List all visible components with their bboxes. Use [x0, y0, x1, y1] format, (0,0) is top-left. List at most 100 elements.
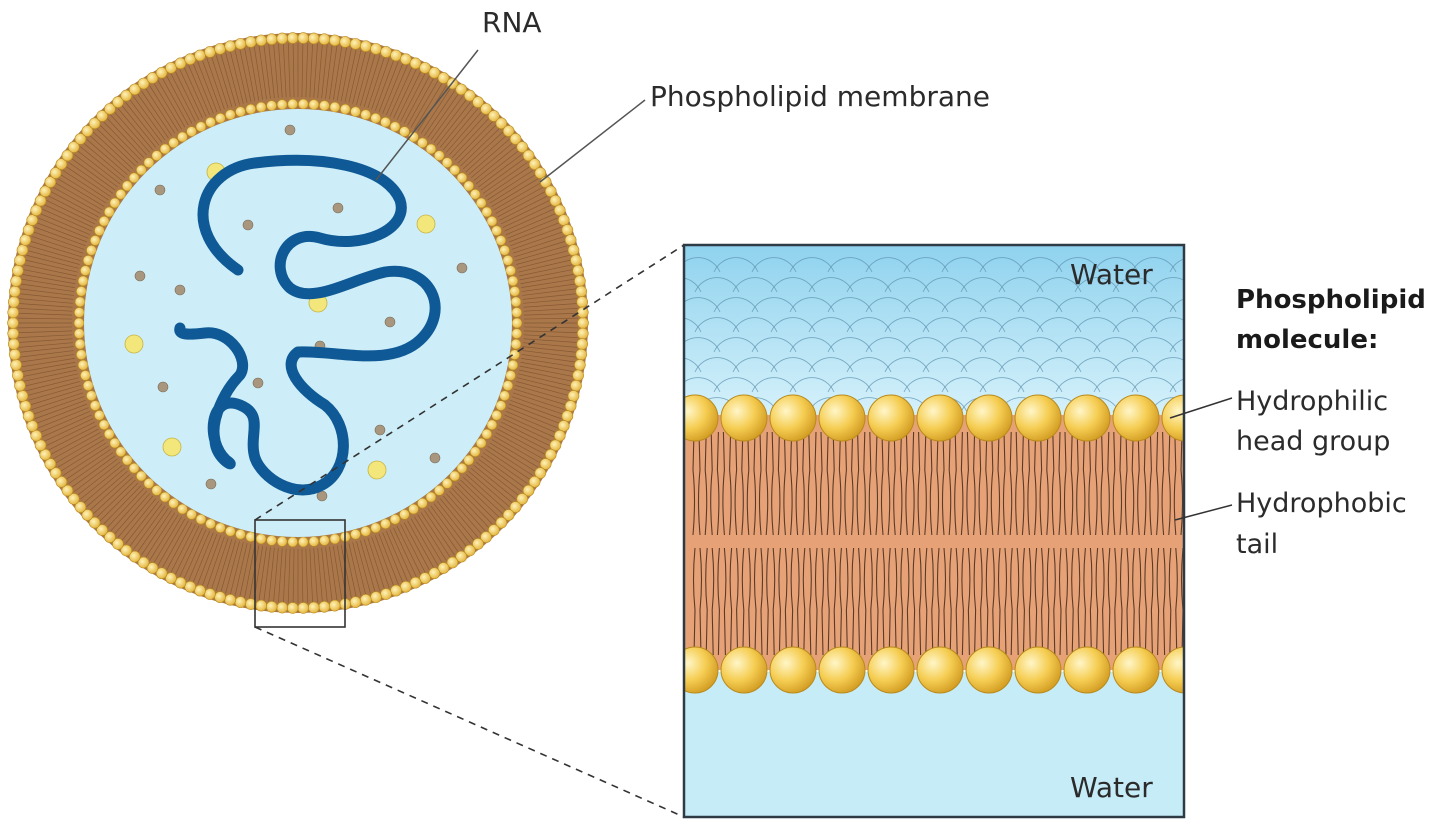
tail-striation	[121, 105, 157, 148]
tail-striation	[313, 43, 318, 98]
water-wave	[1093, 297, 1139, 313]
tail-striation	[457, 482, 497, 522]
head-group-dot	[390, 584, 402, 597]
tail-striation	[229, 51, 244, 104]
head-group-dot	[77, 275, 89, 287]
head-group-dot	[499, 390, 510, 401]
tail-line	[1149, 431, 1152, 536]
head-group-dot	[328, 599, 341, 612]
head-group-dot	[75, 349, 87, 360]
tail-line	[1071, 547, 1074, 656]
tail-line	[821, 547, 825, 656]
tail-striation	[96, 479, 136, 518]
tail-line	[826, 431, 830, 536]
water-wave	[694, 317, 740, 333]
tail-line	[863, 547, 867, 656]
tail-striation	[57, 439, 105, 468]
head-group-dot	[564, 234, 577, 246]
tail-striation	[514, 240, 566, 258]
water-wave	[1131, 337, 1177, 353]
head-group-dot	[215, 112, 226, 124]
tail-striation	[495, 432, 544, 460]
tail-line	[1173, 431, 1177, 536]
tail-striation	[26, 254, 79, 269]
head-group-dot	[155, 567, 168, 580]
tail-striation	[301, 43, 304, 98]
tail-striation	[62, 445, 109, 476]
tail-line	[985, 431, 988, 536]
water-wave	[1150, 317, 1184, 333]
tail-striation	[325, 547, 333, 601]
head-group-dot	[455, 550, 468, 563]
tail-striation	[278, 548, 283, 603]
head-group-dot	[544, 448, 557, 461]
tail-striation	[407, 77, 435, 126]
head-group-dot	[577, 317, 589, 329]
water-bottom-region	[684, 672, 1184, 817]
tail-striation	[367, 56, 385, 109]
water-wave	[884, 317, 930, 333]
head-group-dot	[86, 390, 97, 401]
head-group-dot	[115, 188, 127, 200]
head-group-dot	[75, 286, 87, 297]
tail-striation	[523, 338, 578, 343]
tail-striation	[141, 90, 172, 136]
tail-striation	[473, 464, 516, 500]
tail-striation	[19, 293, 74, 300]
tail-striation	[465, 135, 507, 173]
tail-striation	[282, 43, 287, 98]
tail-line	[736, 547, 739, 656]
head-group-dot	[74, 133, 87, 145]
tail-line	[807, 431, 811, 536]
head-group-dot	[307, 601, 320, 614]
tail-striation	[393, 69, 417, 119]
tail-line	[783, 431, 786, 536]
head-group-dot	[539, 458, 552, 470]
head-group-dot	[510, 296, 522, 308]
tail-striation	[499, 195, 548, 221]
tail-line	[960, 431, 964, 536]
head-group-dot	[94, 225, 105, 237]
tail-line	[863, 431, 866, 536]
tail-line	[893, 431, 896, 536]
head-group-dot	[194, 49, 206, 62]
tail-striation	[309, 548, 314, 603]
hydrophilic-label-line2: head group	[1236, 426, 1390, 457]
head-group-dot	[419, 572, 431, 584]
tail-striation	[106, 117, 145, 158]
tail-line	[1002, 431, 1006, 536]
tail-striation	[507, 407, 558, 429]
tail-striation	[133, 96, 166, 141]
head-group-dot	[570, 254, 582, 267]
tail-striation	[273, 44, 279, 98]
tail-striation	[206, 58, 225, 110]
head-group-dot	[88, 516, 101, 529]
tail-striation	[18, 317, 73, 320]
head-group-dot	[576, 338, 589, 350]
water-wave	[770, 317, 816, 333]
tail-line	[990, 431, 994, 536]
tail-striation	[24, 369, 78, 382]
tail-striation	[31, 236, 84, 254]
tail-striation	[145, 512, 176, 559]
water-wave	[922, 317, 968, 333]
tail-striation	[382, 532, 404, 583]
tail-striation	[258, 546, 267, 601]
tail-striation	[424, 510, 455, 556]
water-wave	[694, 277, 740, 293]
tail-line	[723, 547, 727, 656]
grey-particle	[374, 424, 386, 436]
water-wave	[1074, 317, 1120, 333]
grey-particle	[456, 262, 468, 274]
water-wave	[684, 257, 721, 273]
tail-line	[746, 431, 750, 536]
water-wave	[1131, 297, 1177, 313]
tail-striation	[521, 354, 576, 363]
tail-striation	[31, 392, 84, 410]
water-wave	[684, 357, 702, 373]
head-group-dot	[505, 265, 516, 276]
tail-striation	[48, 195, 97, 221]
tail-striation	[389, 529, 413, 579]
grey-particle	[242, 219, 254, 231]
head-group-dot	[103, 428, 115, 440]
